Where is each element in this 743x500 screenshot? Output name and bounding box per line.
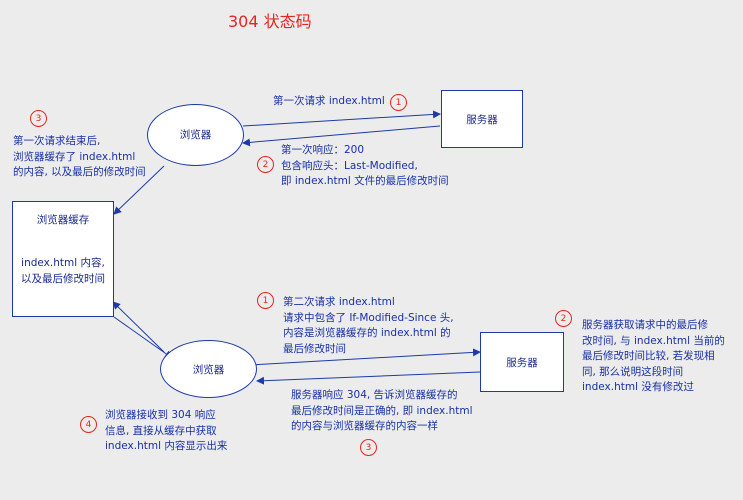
step-badge-top-2: 2 — [257, 156, 274, 173]
label-browser-from-cache-line-2: 信息, 直接从缓存中获取 — [105, 424, 217, 437]
label-server-compare-line-4: 同, 那么说明这段时间 — [582, 365, 684, 378]
arrow-second-request — [249, 348, 481, 366]
label-server-304-line-2: 最后修改时间是正确的, 即 index.html — [291, 404, 473, 417]
arrow-cache-to-browser — [113, 316, 173, 359]
browser-cache-body-line-2: 以及最后修改时间 — [21, 273, 105, 285]
label-cached-after-line-2: 浏览器缓存了 index.html — [13, 150, 136, 163]
step-badge-bottom-4: 4 — [80, 416, 97, 433]
browser-node-top: 浏览器 — [147, 104, 244, 166]
label-first-response-line-3: 即 index.html 文件的最后修改时间 — [281, 175, 449, 187]
label-server-compare-line-5: index.html 没有修改过 — [582, 381, 694, 393]
server-node-top-label: 服务器 — [466, 114, 498, 126]
label-server-304: 服务器响应 304, 告诉浏览器缓存的 最后修改时间是正确的, 即 index.… — [291, 388, 473, 435]
diagram-title: 304 状态码 — [228, 12, 312, 31]
server-node-top: 服务器 — [441, 90, 523, 148]
browser-node-bottom: 浏览器 — [160, 340, 257, 398]
label-first-response: 第一次响应：200 包含响应头：Last-Modified, 即 index.h… — [281, 143, 449, 190]
step-badge-bottom-3: 3 — [360, 439, 377, 456]
label-browser-from-cache-line-1: 浏览器接收到 304 响应 — [105, 409, 216, 421]
arrow-browser-to-cache — [113, 165, 165, 215]
label-second-request-line-2: 请求中包含了 If-Modified-Since 头, — [283, 311, 454, 324]
browser-node-top-label: 浏览器 — [179, 129, 212, 141]
label-server-compare-line-3: 最后修改时间比较, 若发现相 — [582, 350, 715, 362]
label-browser-from-cache: 浏览器接收到 304 响应 信息, 直接从缓存中获取 index.html 内容… — [105, 408, 227, 455]
label-browser-from-cache-line-3: index.html 内容显示出来 — [105, 440, 228, 452]
label-second-request: 第二次请求 index.html 请求中包含了 If-Modified-Sinc… — [283, 295, 454, 357]
label-server-304-line-1: 服务器响应 304, 告诉浏览器缓存的 — [291, 389, 458, 401]
label-first-request: 第一次请求 index.html — [273, 95, 385, 107]
label-server-compare: 服务器获取请求中的最后修 改时间, 与 index.html 当前的 最后修改时… — [582, 318, 725, 396]
arrow-first-response — [242, 125, 441, 147]
browser-cache-title: 浏览器缓存 — [36, 214, 90, 226]
label-cached-after-line-3: 的内容, 以及最后的修改时间 — [13, 166, 146, 178]
label-cached-after: 第一次请求结束后, 浏览器缓存了 index.html 的内容, 以及最后的修改… — [13, 134, 146, 181]
step-badge-bottom-2: 2 — [555, 310, 572, 327]
label-server-compare-line-1: 服务器获取请求中的最后修 — [582, 319, 708, 331]
label-server-304-line-3: 的内容与浏览器缓存的内容一样 — [291, 420, 438, 432]
server-node-bottom-label: 服务器 — [506, 357, 538, 369]
step-badge-top-3: 3 — [30, 110, 47, 127]
arrow-server-304 — [256, 371, 481, 385]
step-badge-top-1: 1 — [390, 94, 407, 111]
label-cached-after-line-1: 第一次请求结束后, — [13, 135, 101, 147]
label-second-request-line-3: 内容是浏览器缓存的 index.html 的 — [283, 327, 451, 339]
server-node-bottom: 服务器 — [480, 332, 564, 392]
browser-cache-body-line-1: index.html 内容, — [21, 257, 105, 269]
step-badge-bottom-1: 1 — [257, 292, 274, 309]
arrow-first-request — [242, 110, 441, 127]
browser-node-bottom-label: 浏览器 — [192, 364, 225, 376]
browser-cache-node: 浏览器缓存 index.html 内容, 以及最后修改时间 — [12, 201, 114, 317]
label-first-response-line-1: 第一次响应：200 — [281, 144, 365, 156]
arrow-browser-to-cache-bottom — [112, 301, 165, 353]
label-server-compare-line-2: 改时间, 与 index.html 当前的 — [582, 334, 725, 347]
label-second-request-line-1: 第二次请求 index.html — [283, 296, 395, 308]
label-first-response-line-2: 包含响应头：Last-Modified, — [281, 159, 418, 172]
label-second-request-line-4: 最后修改时间 — [283, 342, 346, 355]
